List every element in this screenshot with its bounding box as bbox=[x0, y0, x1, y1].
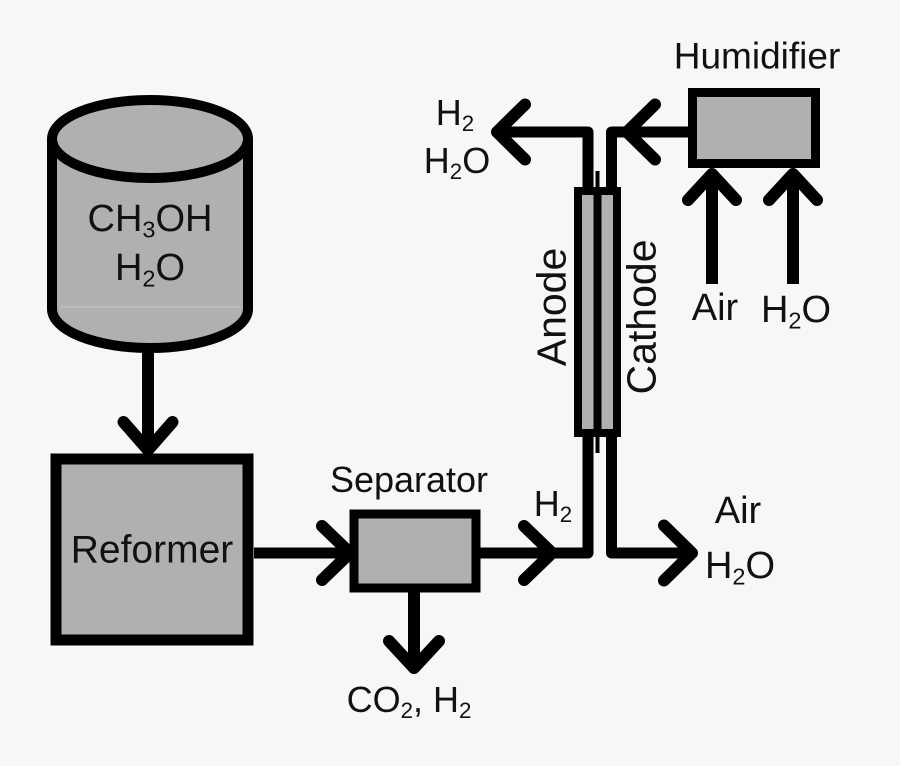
down-arrowhead-icon bbox=[383, 635, 445, 674]
fuel-cell bbox=[574, 171, 621, 453]
down-arrowhead-icon bbox=[117, 416, 179, 456]
anode-label: Anode bbox=[528, 247, 575, 367]
water-inlet-label: H2O bbox=[760, 289, 832, 334]
right-arrowhead-icon bbox=[518, 520, 558, 586]
tank-contents-line1: CH3OH bbox=[87, 198, 213, 243]
cathode-exhaust-label-line2: H2O bbox=[704, 545, 776, 590]
water-inlet-arrow bbox=[763, 168, 823, 284]
right-arrowhead-icon bbox=[658, 519, 698, 587]
left-arrowhead-icon bbox=[491, 98, 531, 166]
methanol-tank bbox=[47, 95, 253, 353]
tank-to-reformer-arrow bbox=[117, 345, 179, 456]
humidifier-box bbox=[688, 88, 820, 168]
humidifier-label: Humidifier bbox=[673, 35, 841, 77]
tank-contents-line2: H2O bbox=[114, 247, 186, 292]
left-arrowhead-icon bbox=[621, 98, 661, 166]
reformer-label: Reformer bbox=[70, 528, 234, 572]
reformer-box bbox=[50, 453, 254, 646]
air-inlet-arrow bbox=[682, 168, 742, 284]
reformer-to-separator-arrow bbox=[254, 520, 356, 586]
anode-exhaust-label-line2: H2O bbox=[423, 140, 491, 185]
methanol-tank-top bbox=[47, 95, 253, 183]
separator-label: Separator bbox=[329, 459, 489, 500]
cathode-exhaust-label-line1: Air bbox=[714, 490, 762, 532]
cathode-label: Cathode bbox=[618, 239, 665, 395]
up-arrowhead-icon bbox=[763, 168, 823, 206]
separator-waste-arrow bbox=[383, 592, 445, 674]
separator-to-anode-pipe bbox=[480, 437, 594, 586]
humidifier-to-cathode-pipe bbox=[606, 98, 688, 189]
cathode-exhaust-pipe bbox=[606, 435, 698, 587]
waste-gas-label: CO2, H2 bbox=[346, 679, 472, 724]
methanol-tank-body bbox=[47, 134, 253, 353]
up-arrowhead-icon bbox=[682, 168, 742, 206]
anode-exhaust-pipe bbox=[491, 98, 594, 189]
anode-exhaust-label-line1: H2 bbox=[435, 92, 475, 137]
h2-feed-label: H2 bbox=[533, 483, 573, 528]
separator-box bbox=[349, 509, 481, 593]
air-inlet-label: Air bbox=[691, 287, 739, 329]
